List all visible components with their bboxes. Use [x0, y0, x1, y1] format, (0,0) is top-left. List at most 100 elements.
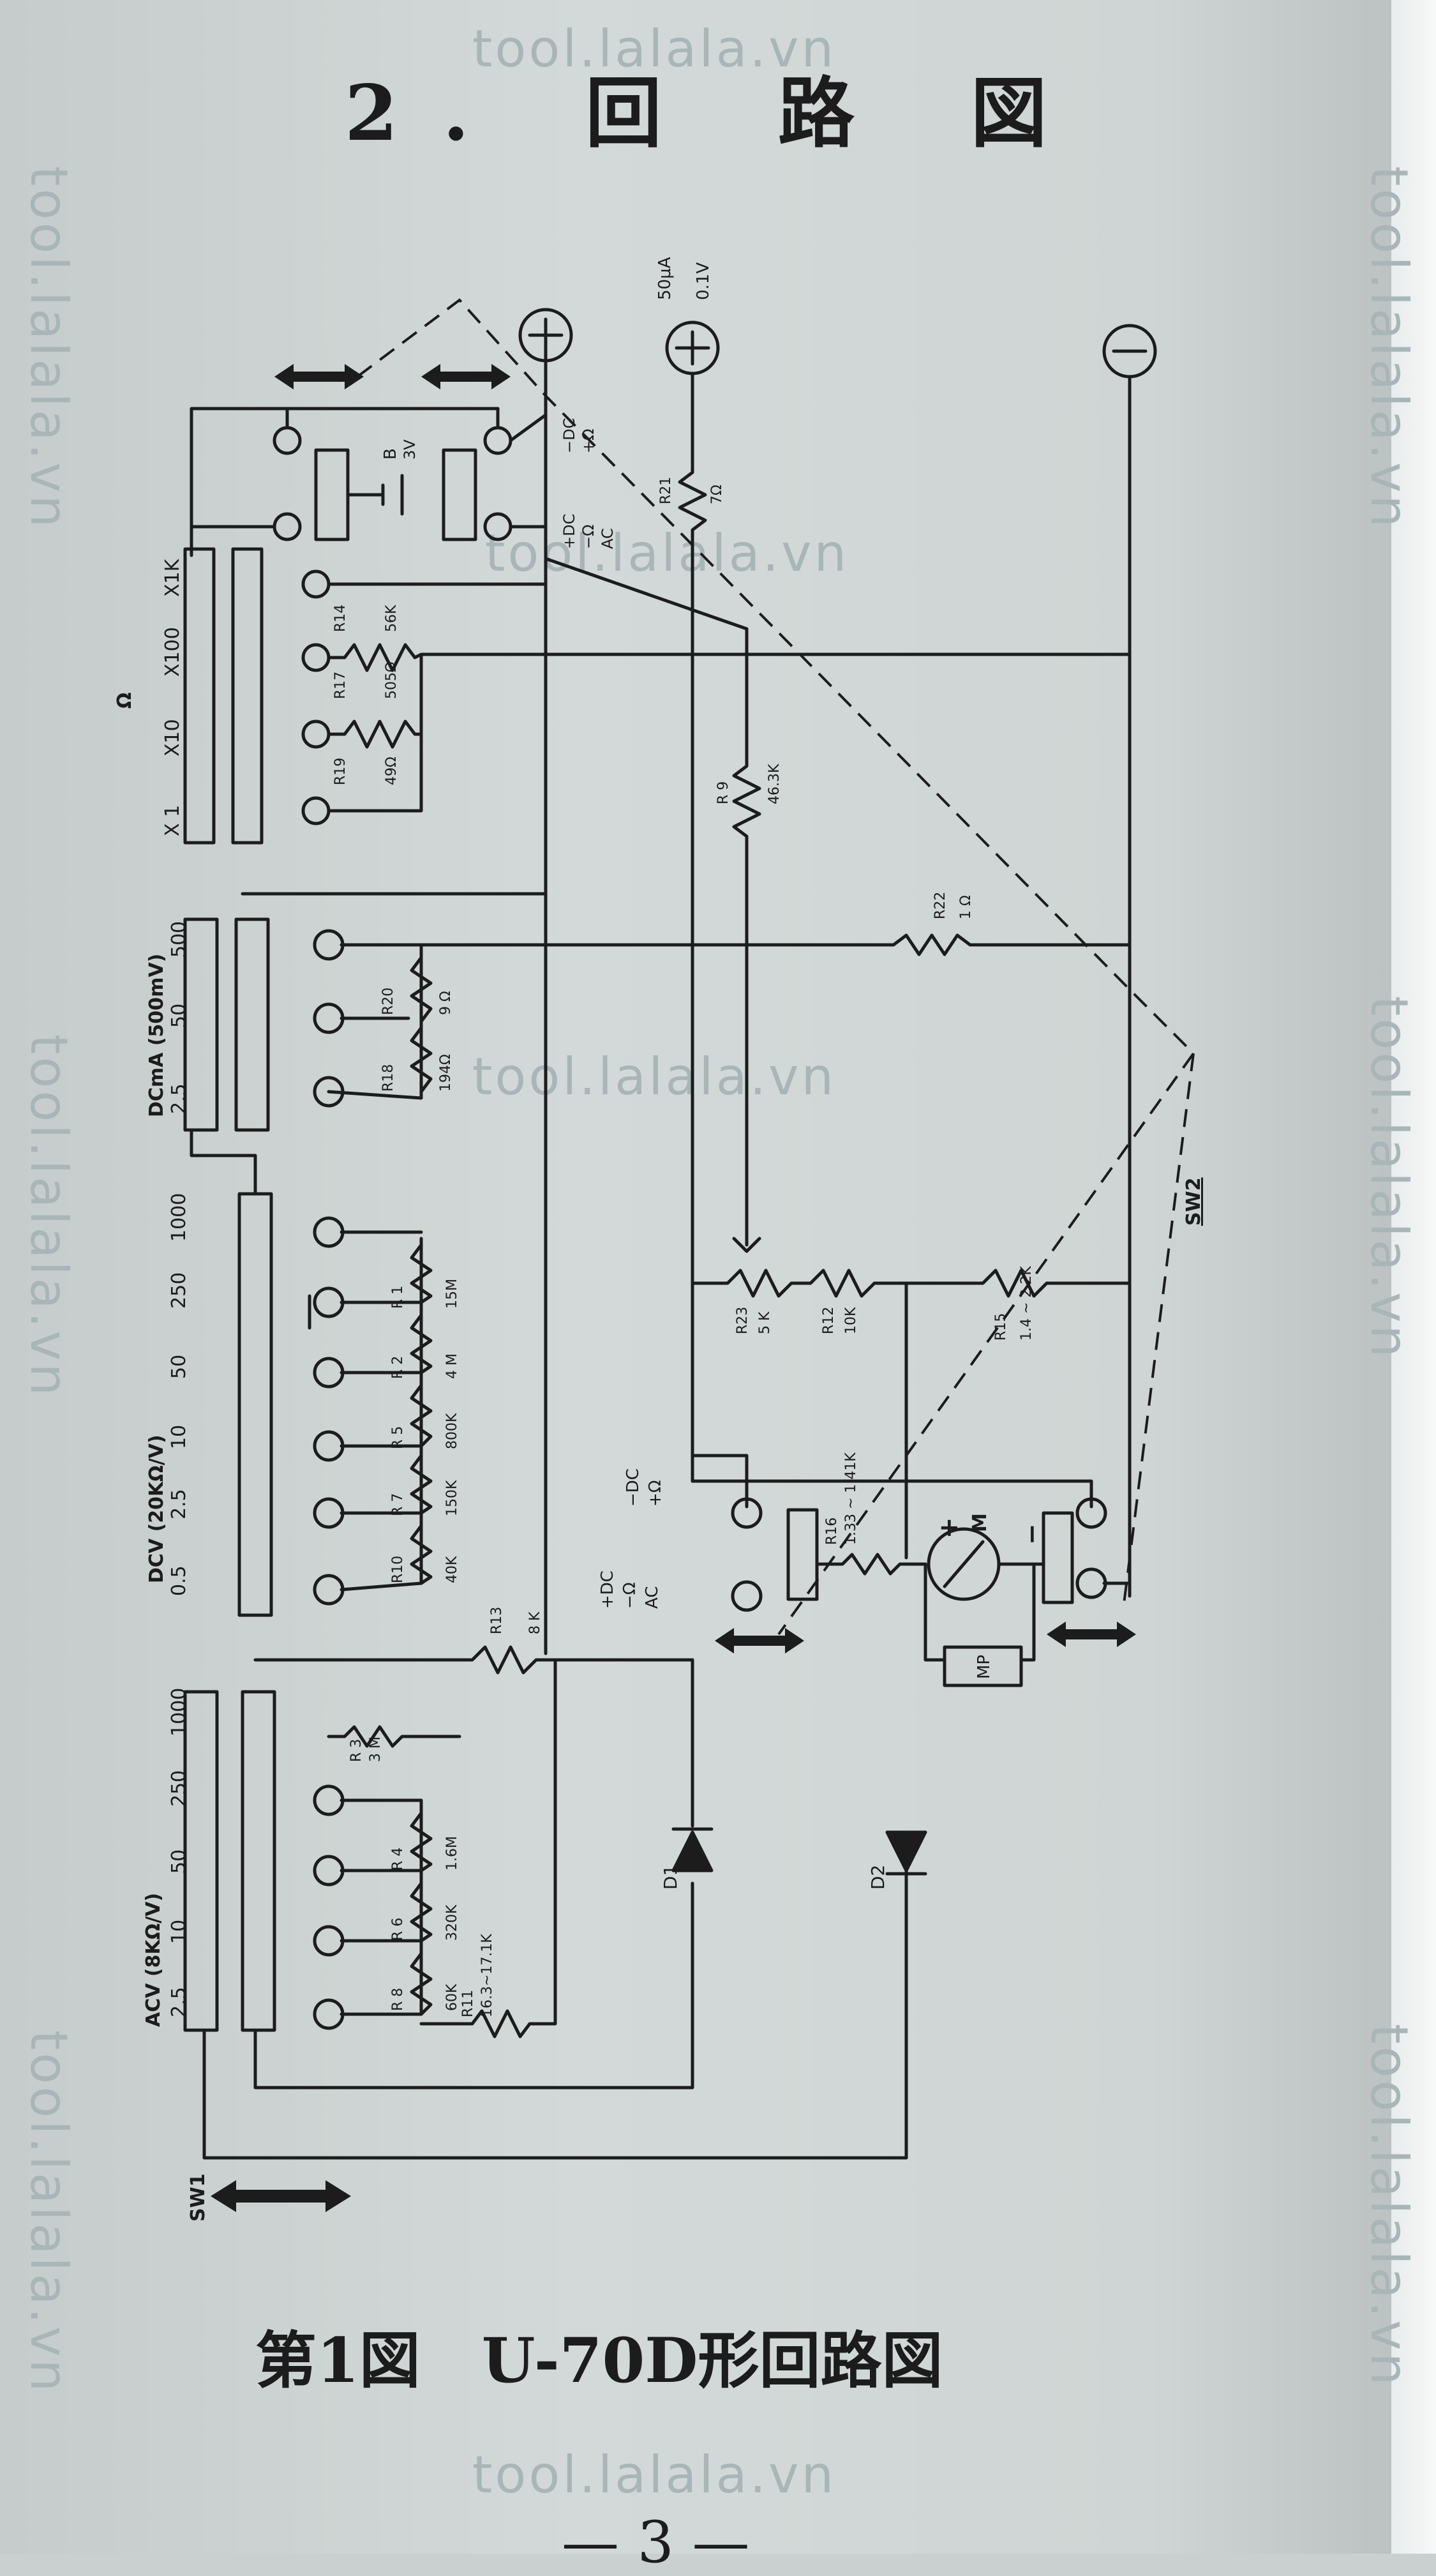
- r7-name: R 7: [390, 1493, 406, 1516]
- page-title: 2. 回 路 図: [345, 68, 1092, 158]
- r21-value: 7Ω: [709, 485, 725, 504]
- dcv-tick-250: 250: [168, 1272, 190, 1309]
- watermark-right-3: tool.lalala.vn: [1359, 2024, 1419, 2388]
- r17-value: 505Ω: [384, 661, 400, 699]
- r22-name: R22: [932, 892, 948, 919]
- resistor-r8: [410, 1952, 433, 2016]
- mid-label-dc: +DC: [598, 1570, 617, 1609]
- r18-name: R18: [380, 1064, 396, 1092]
- r14-value: 56K: [384, 605, 400, 632]
- r23-name: R23: [735, 1307, 751, 1334]
- resistor-r5: [410, 1383, 433, 1448]
- contact-dcv-10: [313, 1430, 345, 1462]
- r7-value: 150K: [444, 1480, 460, 1516]
- contact-battery-1: [273, 512, 302, 541]
- meter-rating-2: 0.1V: [694, 262, 713, 300]
- meter-protector: [943, 1645, 1023, 1687]
- r11-name: R11: [460, 1990, 476, 2017]
- r13-value: 8 K: [527, 1611, 543, 1634]
- r4-name: R 4: [390, 1848, 406, 1871]
- resistor-r20: [410, 956, 433, 1023]
- dcma-switch-bar-1: [183, 917, 219, 1132]
- watermark-left-3: tool.lalala.vn: [19, 2030, 79, 2395]
- double-arrow-mid-right: [1047, 1622, 1136, 1647]
- sw1-label: SW1: [187, 2173, 209, 2222]
- acv-switch-bar-2: [241, 1690, 276, 2032]
- mid-label-ohm-plus: +Ω: [646, 1480, 665, 1507]
- acv-tick-50: 50: [168, 1849, 190, 1874]
- contact-battery-3: [483, 512, 512, 541]
- resistor-r9: [544, 557, 761, 1247]
- r8-name: R 8: [390, 1988, 406, 2011]
- contact-ohm-x1: [301, 796, 331, 825]
- r17-name: R17: [333, 672, 348, 699]
- double-arrow-top-left: [274, 364, 364, 389]
- r5-name: R 5: [390, 1426, 406, 1449]
- diode-d2: [885, 1830, 927, 1872]
- r23-value: 5 K: [757, 1311, 773, 1334]
- dcv-tick-0.5: 0.5: [168, 1565, 190, 1596]
- contact-acv-250: [313, 1784, 345, 1816]
- contact-acv-50: [313, 1855, 345, 1887]
- ohm-tick-x100: X100: [161, 627, 184, 677]
- meter-protector-label: MP: [975, 1655, 994, 1679]
- meter-minus-label: −: [1017, 1523, 1047, 1545]
- r13-name: R13: [489, 1607, 505, 1634]
- acv-tick-10: 10: [168, 1920, 190, 1944]
- wire-sw1-bottom: [202, 1849, 908, 2160]
- r4-value: 1.6M: [444, 1836, 460, 1871]
- watermark-right-2: tool.lalala.vn: [1359, 996, 1419, 1360]
- sw2-label: SW2: [1183, 1177, 1205, 1226]
- resistor-r1: [410, 1243, 433, 1304]
- plus-terminal-icon[interactable]: [518, 308, 573, 363]
- r12-name: R12: [821, 1307, 837, 1334]
- contact-dcv-250: [313, 1286, 345, 1318]
- dcv-tick-1000: 1000: [168, 1193, 190, 1242]
- r22-value: 1 Ω: [958, 895, 974, 919]
- contact-sw2-bottom: [1075, 1567, 1107, 1599]
- switch-linkage-sw2-branch: [777, 1052, 1195, 1636]
- contact-dcv-0.5: [313, 1574, 345, 1606]
- dcma-tick-500: 500: [168, 921, 190, 958]
- r11-value: 16.3~17.1K: [479, 1934, 495, 2017]
- ohm-tick-x10: X10: [161, 719, 184, 757]
- r2-name: R 2: [390, 1356, 406, 1379]
- watermark-center-top: tool.lalala.vn: [472, 19, 837, 79]
- r20-name: R20: [380, 988, 396, 1015]
- resistor-r10: [410, 1524, 433, 1585]
- r19-value: 49Ω: [384, 757, 400, 785]
- ohm-tick-x1k: X1K: [161, 558, 184, 597]
- resistor-r22: [419, 933, 1132, 956]
- contact-dcma-500: [313, 929, 345, 961]
- wire-dcv-link: [190, 1128, 257, 1196]
- resistor-r11: [419, 1658, 557, 2038]
- acv-tick-2.5: 2.5: [168, 1987, 190, 2017]
- contact-sw2-top: [1075, 1497, 1107, 1529]
- r6-name: R 6: [390, 1918, 406, 1941]
- dcv-scale-title: DCV (20KΩ/V): [146, 1435, 168, 1583]
- top-label-ohm-plus: +Ω: [580, 429, 597, 453]
- dcv-tick-50: 50: [168, 1355, 190, 1379]
- resistor-chain-r23-r12-r15: [691, 1269, 1132, 1298]
- meter-switch-right: [1042, 1511, 1074, 1604]
- contact-dcv-2.5: [313, 1497, 345, 1529]
- battery-top-wire: [285, 407, 500, 430]
- resistor-r3: [327, 1725, 461, 1748]
- resistor-r6: [410, 1881, 433, 1943]
- r12-value: 10K: [843, 1307, 859, 1334]
- figure-caption: 第1図 U-70D形回路図: [255, 2324, 943, 2397]
- dcv-switch-bar: [237, 1192, 273, 1617]
- resistor-r2: [410, 1313, 433, 1375]
- r2-value: 4 M: [444, 1353, 460, 1379]
- contact-battery-2: [273, 426, 302, 455]
- page-number: — 3 —: [562, 2509, 750, 2576]
- contact-ohm-x100: [301, 643, 331, 672]
- acv-switch-bar-1: [183, 1690, 219, 2032]
- wire-meter-top: [691, 1479, 1093, 1509]
- r16-name: R16: [824, 1518, 840, 1545]
- battery-value: 3V: [401, 439, 419, 460]
- mid-label-ohm: −Ω: [620, 1582, 639, 1609]
- acv-tick-250: 250: [168, 1770, 190, 1807]
- r3-name: R 3: [348, 1739, 364, 1762]
- r21-name: R21: [658, 477, 674, 504]
